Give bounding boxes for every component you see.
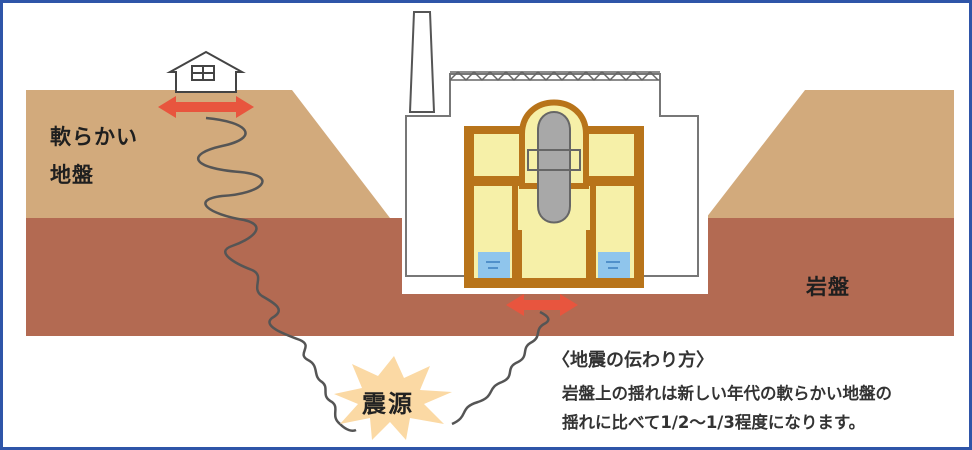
epicenter-label: 震源: [362, 390, 414, 418]
starburst-icon: [334, 356, 452, 440]
note-title: 〈地震の伝わり方〉: [552, 350, 714, 371]
chimney-icon: [408, 11, 436, 113]
soft-ground-label-line2: 地盤: [50, 163, 94, 187]
reactor-vessel: [537, 111, 571, 224]
roof-truss: [449, 70, 660, 82]
soft-ground-right: [706, 90, 954, 218]
seismic-wave-icon: [197, 116, 357, 432]
soft-ground-left: [26, 90, 390, 218]
bedrock-label: 岩盤: [806, 275, 850, 299]
note-line-1: 岩盤上の揺れは新しい年代の軟らかい地盤の: [562, 384, 892, 403]
seismic-wave-icon: [451, 310, 550, 426]
house-icon: [166, 50, 246, 93]
note-line-2: 揺れに比べて1/2～1/3程度になります。: [562, 413, 866, 432]
double-arrow-icon: [506, 294, 578, 316]
soft-ground-label-line1: 軟らかい: [50, 125, 138, 149]
double-arrow-icon: [158, 96, 254, 118]
reactor-building: [402, 10, 708, 294]
